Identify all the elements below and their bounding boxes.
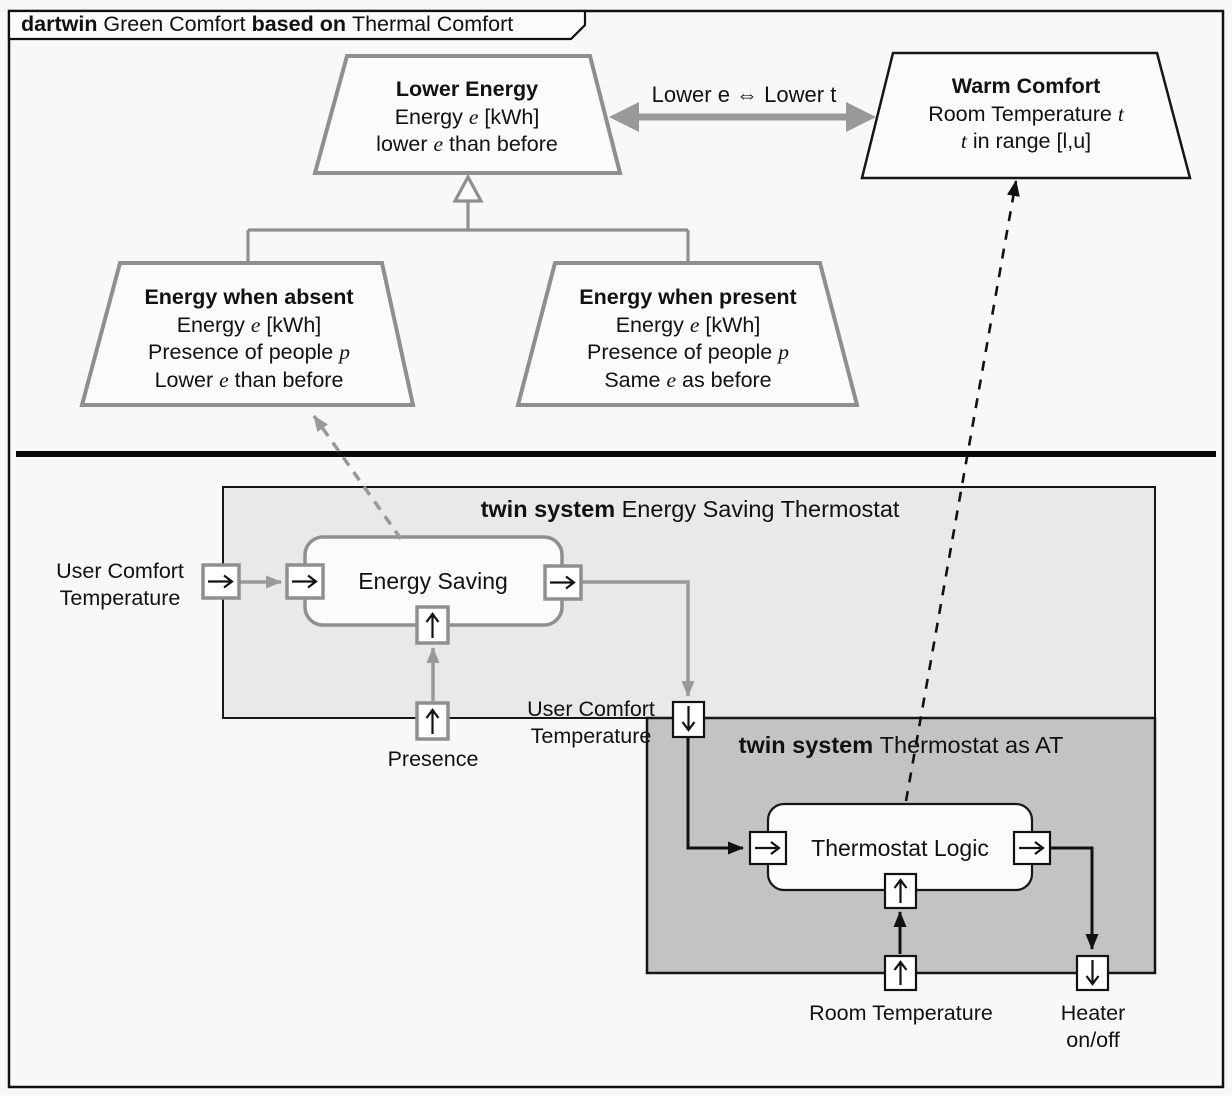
frame-title: dartwin Green Comfort based on Thermal C… [21, 12, 514, 36]
dashed-arrow-thermostat-to-goal [904, 180, 1020, 802]
up-arrow-icon [893, 960, 908, 985]
goal-energy-when-absent-text: Energy when absent Energy e [kWh] Presen… [144, 284, 353, 394]
down-arrow-icon [681, 706, 696, 732]
port-energy-saving-in [285, 563, 325, 600]
port-boundary-user-comfort-down [671, 700, 706, 739]
goal-lower-energy-line1: Energy e [kWh] [394, 104, 540, 129]
goal-energy-when-absent-shape [79, 261, 416, 407]
right-arrow-icon [1019, 841, 1045, 855]
left-arrowhead-icon [609, 102, 639, 132]
port-thermostat-logic-temp-in [883, 872, 918, 910]
goal-warm-comfort-title: Warm Comfort [951, 74, 1101, 98]
goal-energy-when-present-line1: Energy e [kWh] [615, 312, 761, 337]
ports-twin-system-1 [201, 563, 583, 741]
port-thermostat-logic-in [748, 830, 788, 866]
connector-logic-to-heater [1050, 846, 1099, 950]
goal-warm-comfort-line1: Room Temperature t [928, 101, 1124, 126]
room-temperature-label: Room Temperature [809, 1001, 993, 1025]
presence-label: Presence [387, 747, 479, 771]
twin-system-1-title: twin system Energy Saving Thermostat [480, 496, 900, 522]
right-arrow-icon [755, 841, 781, 855]
port-boundary-presence-in [415, 701, 450, 741]
goal-lower-energy-title: Lower Energy [395, 77, 539, 101]
port-boundary-user-comfort-in [201, 563, 241, 600]
goal-energy-when-absent-line1: Energy e [kWh] [176, 312, 322, 337]
user-comfort-temperature-label-1: User Comfort Temperature [56, 559, 184, 610]
right-arrowhead-icon [846, 102, 876, 132]
dashed-arrow-energy-saving-to-goal [312, 414, 403, 541]
goal-lower-energy-shape [312, 54, 623, 175]
heater-on-off-label: Heater on/off [1060, 1001, 1126, 1052]
port-energy-saving-presence-in [415, 605, 450, 645]
relation-label: Lower e ⇔ Lower t [651, 82, 837, 107]
ports-twin-system-2 [671, 700, 1110, 992]
goal-energy-when-present-shape [515, 261, 860, 407]
frame-title-tab [7, 9, 587, 41]
port-boundary-room-temperature-in [883, 954, 918, 992]
twin-system-2-title: twin system Thermostat as AT [738, 732, 1064, 758]
energy-saving-label: Energy Saving [358, 568, 508, 594]
port-boundary-heater-out [1075, 954, 1110, 992]
user-comfort-temperature-label-2: User Comfort Temperature [527, 697, 655, 748]
goal-energy-when-absent-line3: Lower e than before [154, 367, 344, 392]
goal-warm-comfort-line2: t in range [l,u] [960, 129, 1092, 153]
port-thermostat-logic-out [1012, 830, 1052, 866]
goal-energy-when-present-line2: Presence of people p [586, 340, 789, 364]
goal-energy-when-present-line3: Same e as before [604, 367, 772, 392]
up-arrow-icon [425, 612, 440, 638]
connector-energy-saving-out [581, 580, 695, 697]
goal-lower-energy-line2: lower e than before [376, 132, 558, 156]
goal-energy-when-absent-title: Energy when absent [144, 285, 354, 309]
hollow-triangle-icon [452, 173, 484, 203]
right-arrow-icon [208, 574, 234, 589]
goal-energy-when-present-title: Energy when present [579, 285, 797, 309]
relation-double-arrow [609, 102, 876, 132]
up-arrow-icon [893, 878, 908, 903]
goal-lower-energy-text: Lower Energy Energy e [kWh] lower e than… [376, 76, 558, 159]
goal-energy-when-absent-line2: Presence of people p [148, 340, 350, 364]
right-arrow-icon [550, 575, 576, 590]
diagram-frame [7, 9, 1225, 1089]
connector-user-comfort-to-logic [686, 737, 744, 855]
goal-warm-comfort-text: Warm Comfort Room Temperature t t in ran… [928, 73, 1124, 156]
goal-energy-when-present-text: Energy when present Energy e [kWh] Prese… [579, 284, 796, 394]
generalization-connector [246, 173, 690, 262]
thermostat-logic-label: Thermostat Logic [811, 835, 989, 861]
right-arrow-icon [292, 574, 318, 589]
down-arrow-icon [1085, 960, 1100, 986]
port-energy-saving-out [543, 564, 583, 601]
goal-warm-comfort-shape [860, 51, 1192, 180]
up-arrow-icon [425, 708, 440, 734]
